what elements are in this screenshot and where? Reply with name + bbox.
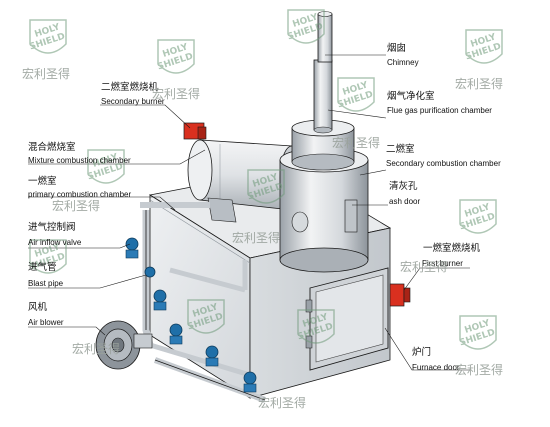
chimney-label-en: Chimney bbox=[387, 58, 419, 67]
valve bbox=[205, 345, 219, 367]
primary-chamber-label-en: primary combustion chamber bbox=[28, 190, 132, 199]
flue-gas-label-en: Flue gas purification chamber bbox=[387, 106, 492, 115]
watermark-text: 宏利圣得 bbox=[52, 199, 101, 213]
primary-chamber-label-cn: 一燃室 bbox=[28, 176, 57, 187]
furnace-door-label-en: Furnace door bbox=[412, 363, 460, 372]
first-burner-label-en: First burner bbox=[422, 259, 463, 268]
blast-pipe-label-cn: 进气管 bbox=[28, 262, 57, 273]
watermark-text: 宏利圣得 bbox=[72, 342, 121, 356]
air-inflow-valves bbox=[125, 237, 257, 393]
watermark-text: 宏利圣得 bbox=[22, 67, 71, 81]
secondary-chamber-label-cn: 二燃室 bbox=[386, 144, 415, 155]
chimney-label-cn: 烟囱 bbox=[387, 43, 407, 54]
valve bbox=[125, 237, 139, 259]
first-burner bbox=[389, 283, 411, 307]
secondary-burner-label-en: Secondary burner bbox=[101, 97, 165, 106]
watermark-text: 宏利圣得 bbox=[232, 231, 281, 245]
furnace-door bbox=[305, 267, 389, 371]
watermark-text: 宏利圣得 bbox=[152, 87, 201, 101]
secondary-chamber-label-en: Secondary combustion chamber bbox=[386, 159, 501, 168]
chimney bbox=[313, 11, 333, 134]
watermark-text: 宏利圣得 bbox=[332, 136, 381, 150]
watermark-text: 宏利圣得 bbox=[455, 363, 504, 377]
first-burner-label-cn: 一燃室燃烧机 bbox=[423, 243, 481, 254]
leader-lines bbox=[28, 54, 470, 371]
ash-door bbox=[344, 199, 358, 233]
mixture-chamber-label-cn: 混合燃烧室 bbox=[28, 142, 76, 153]
watermark-text: 宏利圣得 bbox=[400, 260, 449, 274]
watermark-text: 宏利圣得 bbox=[455, 77, 504, 91]
mixture-chamber-label-en: Mixture combustion chamber bbox=[28, 156, 131, 165]
valve bbox=[169, 323, 183, 345]
air-valve-label-cn: 进气控制阀 bbox=[28, 222, 76, 233]
furnace-door-label-cn: 炉门 bbox=[412, 347, 432, 358]
watermark-text: 宏利圣得 bbox=[258, 396, 307, 410]
secondary-burner-label-cn: 二燃室燃烧机 bbox=[101, 82, 159, 93]
flue-gas-label-cn: 烟气净化室 bbox=[387, 91, 435, 102]
air-blower-label-cn: 风机 bbox=[28, 302, 48, 313]
valve bbox=[153, 289, 167, 311]
air-valve-label-en: Air inflow valve bbox=[28, 238, 82, 247]
valve bbox=[144, 266, 156, 278]
ash-door-label-cn: 清灰孔 bbox=[389, 181, 418, 192]
air-blower-label-en: Air blower bbox=[28, 318, 64, 327]
blast-pipe-label-en: Blast pipe bbox=[28, 279, 64, 288]
valve bbox=[243, 371, 257, 393]
ash-door-label-en: ash door bbox=[389, 197, 421, 206]
air-blower bbox=[95, 320, 153, 370]
